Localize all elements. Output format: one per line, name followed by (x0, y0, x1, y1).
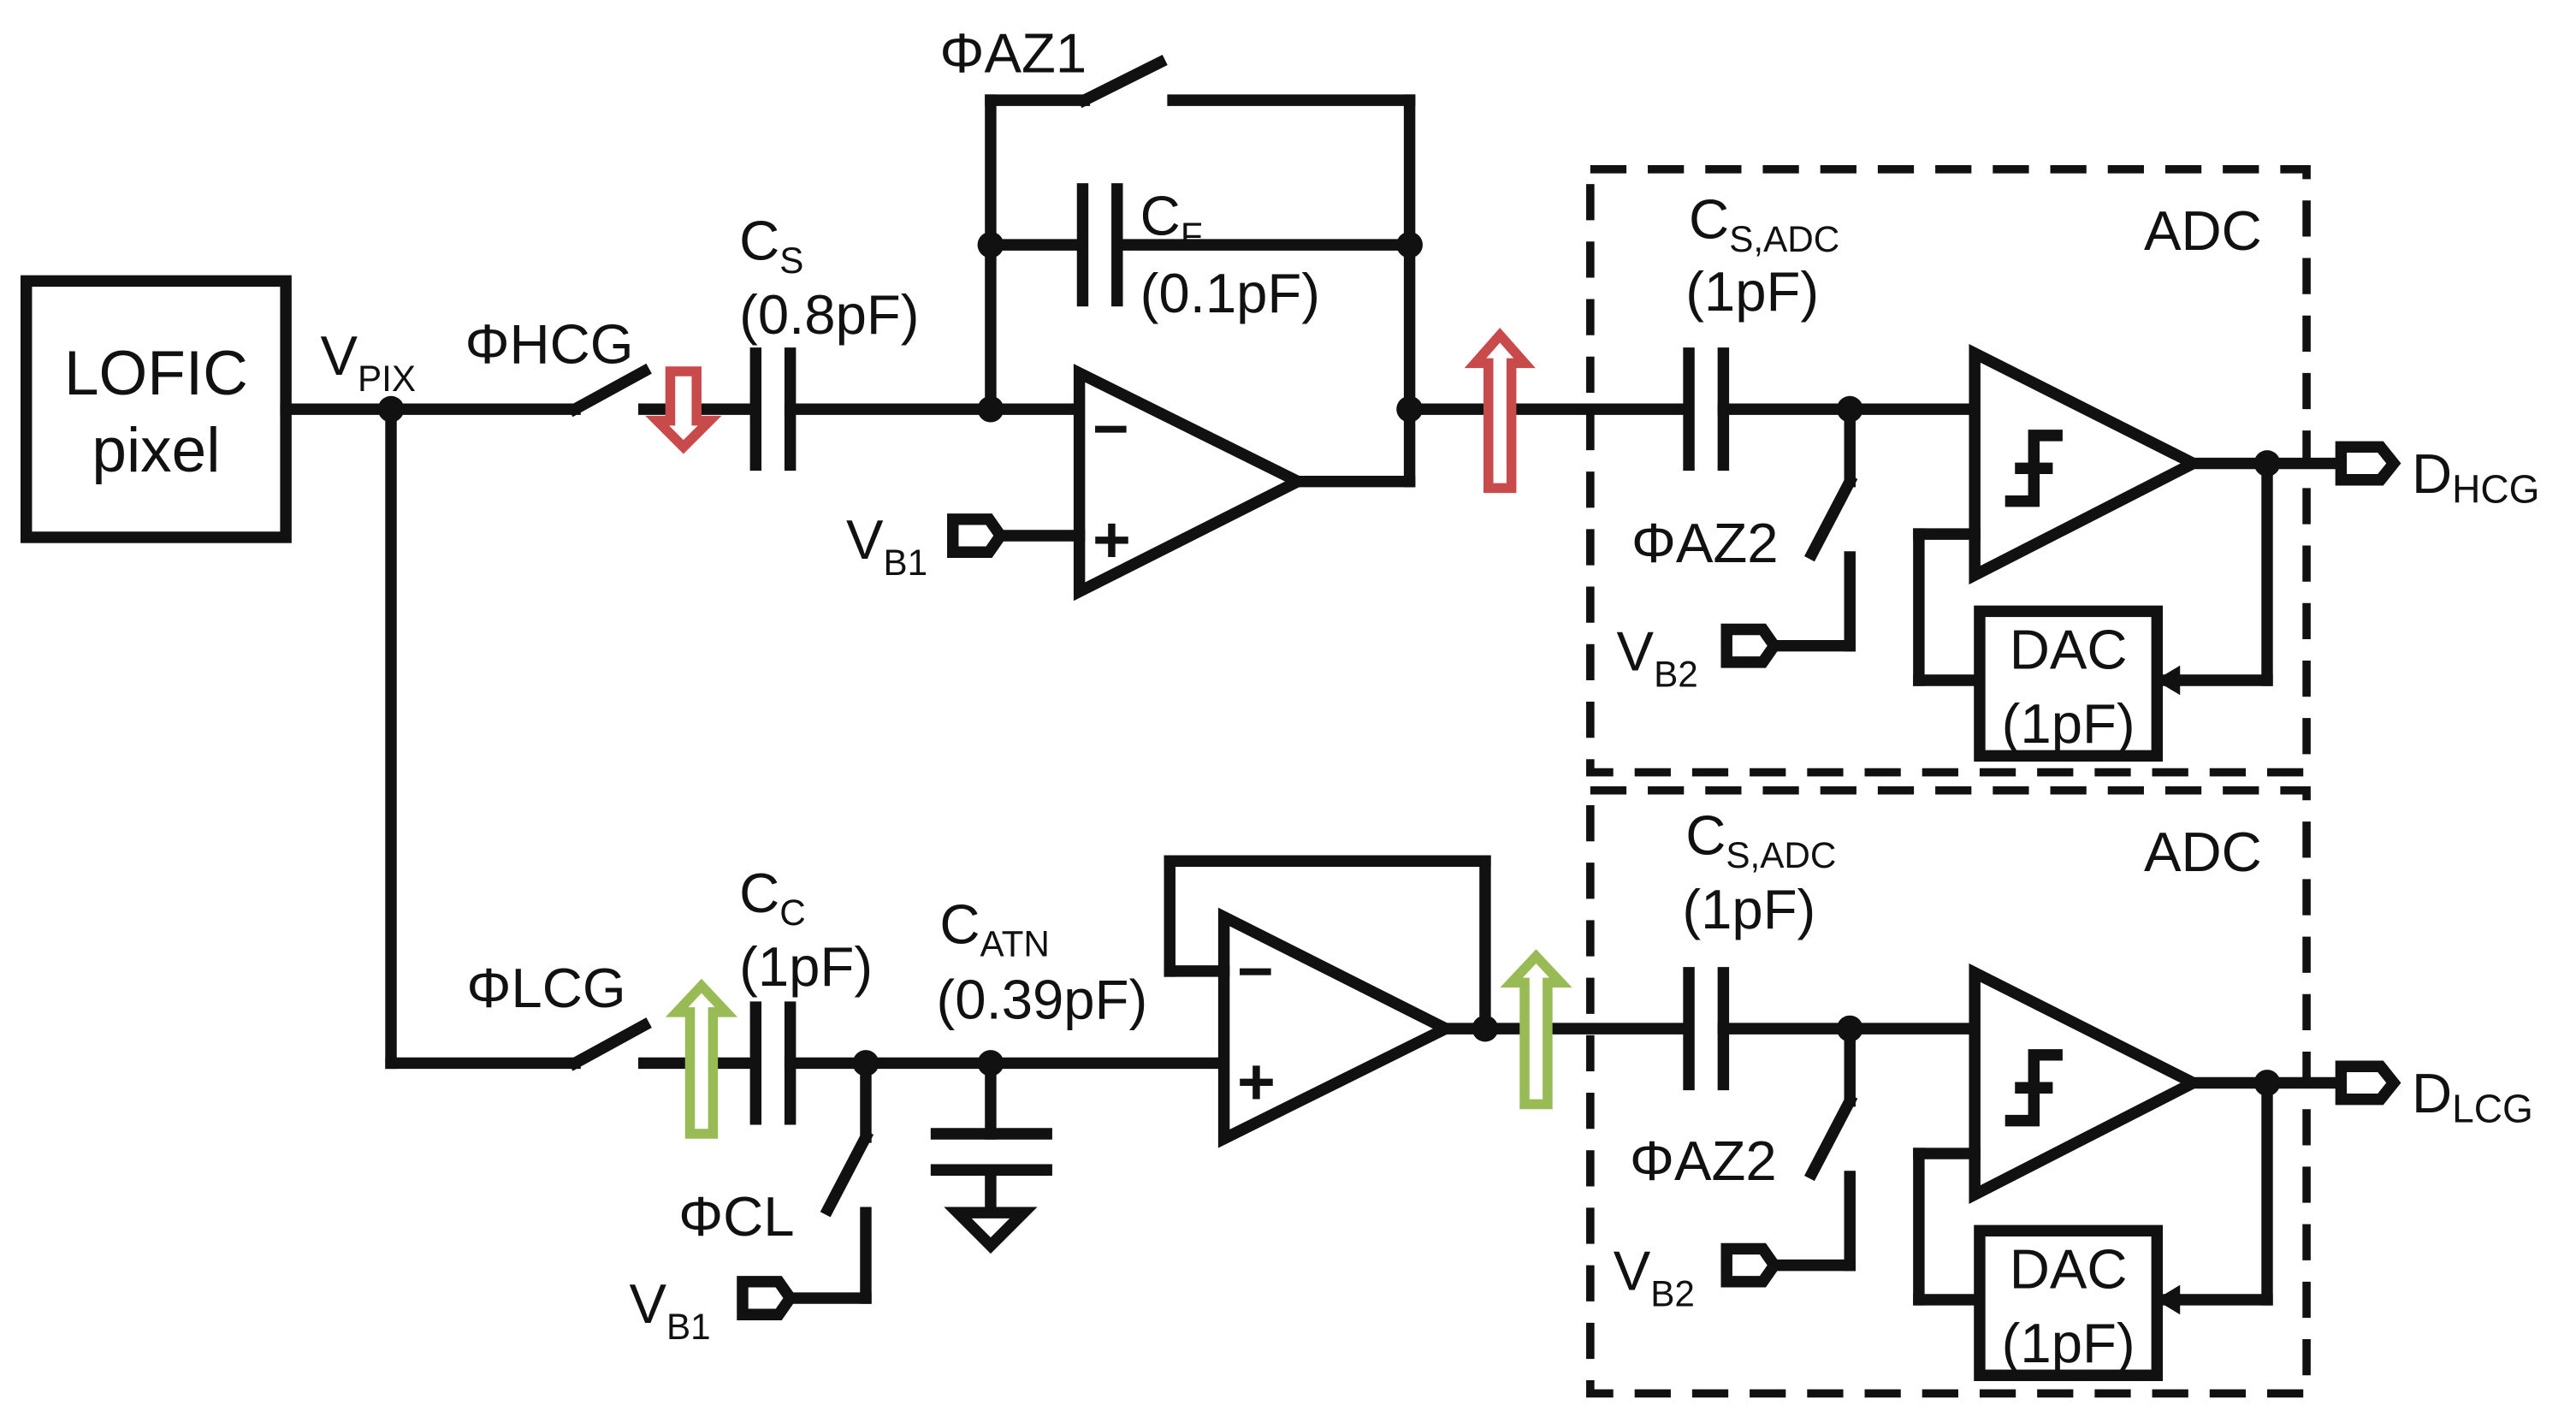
lcg-output-arrow (1500, 949, 1572, 1110)
adc-hcg-dac-value: (1pF) (2002, 692, 2135, 755)
adc-lcg-dac-value: (1pF) (2002, 1312, 2135, 1374)
cf-capacitor (1076, 183, 1123, 307)
phi-lcg-switch (566, 1017, 754, 1071)
hcg-node-cf-right (1396, 231, 1423, 258)
adc-hcg-dac-label: DAC (2010, 619, 2128, 681)
adc-lcg-az2-switch (1768, 1023, 1858, 1272)
lcg-amp-minus: − (1237, 937, 1274, 1006)
adc-lcg-dac (1974, 1224, 2164, 1382)
lcg-buffer-amplifier (1217, 907, 1459, 1148)
adc-hcg-vb2-port (1720, 623, 1782, 668)
adc-lcg-feedback-wires (1913, 1076, 2355, 1306)
vb1-port-bottom (737, 1276, 797, 1320)
phi-cl-switch (784, 1057, 874, 1304)
phi-hcg-label: ΦHCG (465, 312, 633, 375)
adc-lcg-cs-capacitor (1683, 967, 1981, 1091)
lcg-input-arrow (665, 978, 738, 1139)
cs-capacitor (749, 347, 1086, 471)
adc-hcg-az2-switch (1768, 403, 1858, 652)
lofic-label: LOFIC (64, 339, 248, 408)
hcg-amp-minus: − (1093, 394, 1129, 464)
adc-hcg-az2-label: ΦAZ2 (1631, 512, 1779, 574)
hcg-output-node (1396, 395, 1423, 423)
adc-lcg-cs-label: CS,ADC (1685, 804, 1836, 875)
adc-lcg-block (1586, 786, 2311, 1398)
phi-az1-label: ΦAZ1 (939, 22, 1087, 85)
cf-label: CF (1140, 185, 1203, 256)
adc-lcg-output-node (2253, 1070, 2281, 1096)
adc-lcg-vb2-label: VB2 (1614, 1239, 1695, 1313)
adc-lcg-title: ADC (2144, 821, 2262, 883)
hcg-node-inv (977, 395, 1004, 423)
lcg-output-node (1472, 1015, 1499, 1042)
adc-hcg-feedback-wires (1913, 457, 2355, 686)
adc-hcg-block (1586, 165, 2311, 777)
vb1-label-bottom: VB1 (629, 1272, 710, 1347)
vpix-label: VPIX (320, 324, 416, 399)
adc-hcg-vb2-label: VB2 (1617, 620, 1698, 694)
adc-hcg-output-port (2335, 441, 2401, 486)
adc-hcg-dac (1974, 605, 2164, 762)
adc-lcg-cs-value: (1pF) (1682, 878, 1815, 940)
adc-hcg-title: ADC (2144, 199, 2262, 262)
adc-hcg-output-node (2253, 450, 2281, 477)
hcg-amp-plus: + (1093, 503, 1131, 577)
ground-icon (944, 1207, 1038, 1254)
phi-hcg-switch (566, 363, 754, 418)
catn-capacitor (930, 1057, 1052, 1214)
cc-value: (1pF) (739, 935, 873, 998)
hcg-amplifier (1073, 364, 1312, 602)
adc-hcg-cs-capacitor (1683, 347, 1981, 471)
adc-lcg-dac-label: DAC (2010, 1238, 2128, 1301)
adc-lcg-az2-label: ΦAZ2 (1630, 1130, 1777, 1192)
catn-value: (0.39pF) (937, 969, 1148, 1031)
cs-value: (0.8pF) (739, 283, 919, 346)
lcg-amp-plus: + (1237, 1045, 1276, 1118)
adc-lcg-comparator-symbol (2005, 1049, 2063, 1127)
cs-label: CS (739, 209, 803, 280)
hcg-output-arrow (1464, 328, 1536, 494)
adc-lcg-output-label: DLCG (2412, 1062, 2533, 1131)
hcg-input-arrow (645, 366, 722, 454)
adc-lcg-comparator (1969, 963, 2206, 1205)
adc-lcg-output-port (2335, 1060, 2401, 1106)
cc-label: CC (739, 862, 806, 933)
adc-hcg-output-label: DHCG (2412, 442, 2540, 512)
adc-hcg-cs-value: (1pF) (1685, 260, 1819, 323)
adc-lcg-dac-arrow (2155, 1284, 2181, 1315)
vpix-node (377, 395, 405, 423)
adc-hcg-comparator (1969, 343, 2206, 585)
catn-label: CATN (939, 892, 1049, 963)
lofic-pixel-box (21, 275, 292, 543)
adc-hcg-comparator-symbol (2005, 430, 2063, 507)
pixel-label: pixel (92, 416, 220, 485)
vb1-label-top: VB1 (846, 508, 927, 583)
vb1-port-top (947, 513, 1008, 558)
adc-hcg-dac-arrow (2155, 665, 2181, 696)
adc-hcg-cs-label: CS,ADC (1689, 187, 1839, 258)
phi-lcg-label: ΦLCG (466, 957, 625, 1019)
hcg-node-cf-left (977, 231, 1004, 258)
phi-cl-label: ΦCL (678, 1185, 795, 1248)
vpix-wires (280, 403, 581, 1070)
adc-lcg-vb2-port (1720, 1242, 1782, 1288)
cf-value: (0.1pF) (1140, 262, 1320, 324)
